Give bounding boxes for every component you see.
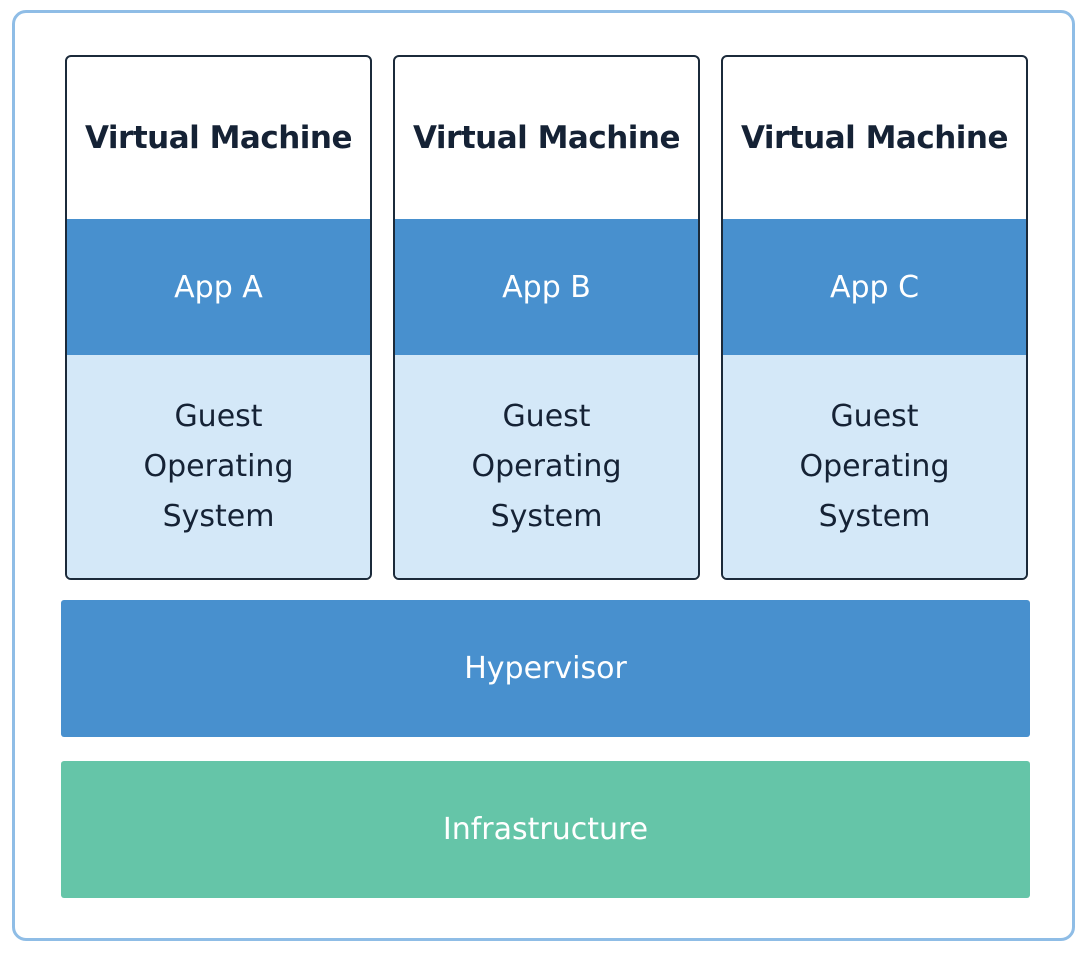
guest-os-line: Operating	[143, 448, 294, 484]
guest-os-block: Guest Operating System	[67, 355, 370, 578]
guest-os-line: Operating	[471, 448, 622, 484]
vm-title: Virtual Machine	[412, 120, 681, 156]
guest-os-line: System	[490, 498, 603, 534]
hypervisor-layer: Hypervisor	[61, 600, 1030, 737]
vm-title: Virtual Machine	[740, 120, 1009, 156]
app-b-block: App B	[395, 219, 698, 355]
guest-os-line: System	[162, 498, 275, 534]
guest-os-block: Guest Operating System	[723, 355, 1026, 578]
guest-os-line: Operating	[799, 448, 950, 484]
virtual-machine-c: Virtual Machine App C Guest Operating Sy…	[721, 55, 1028, 580]
virtual-machine-a: Virtual Machine App A Guest Operating Sy…	[65, 55, 372, 580]
infrastructure-layer: Infrastructure	[61, 761, 1030, 898]
virtual-machine-b: Virtual Machine App B Guest Operating Sy…	[393, 55, 700, 580]
app-c-block: App C	[723, 219, 1026, 355]
guest-os-line: Guest	[174, 398, 263, 434]
app-a-block: App A	[67, 219, 370, 355]
vm-title: Virtual Machine	[84, 120, 353, 156]
guest-os-line: Guest	[830, 398, 919, 434]
guest-os-line: System	[818, 498, 931, 534]
guest-os-block: Guest Operating System	[395, 355, 698, 578]
guest-os-line: Guest	[502, 398, 591, 434]
